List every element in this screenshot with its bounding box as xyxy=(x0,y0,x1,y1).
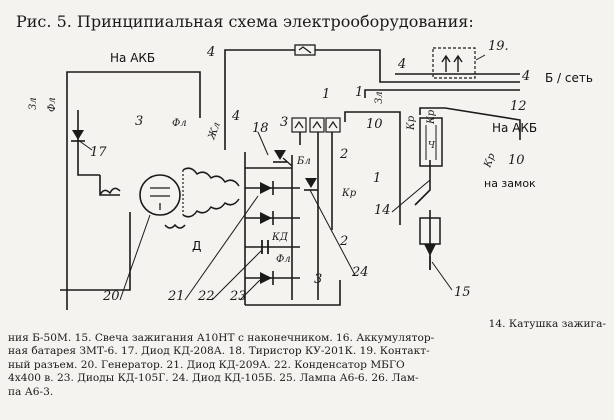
label-d: Д xyxy=(192,239,201,253)
figure-caption: 14. Катушка зажига- ния Б-50М. 15. Свеча… xyxy=(8,318,606,400)
wire-letter-kr-right: Кр xyxy=(482,151,498,170)
wire-letter-kd: КД xyxy=(271,232,289,243)
wire-coil-down xyxy=(414,160,431,206)
wire-num-10-mid: 10 xyxy=(366,117,383,132)
thyristor-18 xyxy=(273,150,293,167)
wire-num-2-b: 2 xyxy=(339,234,348,249)
wire-4-top xyxy=(224,49,295,150)
wire-num-10-right: 10 xyxy=(508,153,525,168)
wire-num-4-top: 4 xyxy=(206,45,215,60)
wire-letter-zl-left: Зл xyxy=(28,97,39,110)
caption-line-4: ный разъем. 20. Генератор. 21. Диод КД-2… xyxy=(8,358,405,371)
wire-letter-ch: Ч xyxy=(428,141,436,151)
wire-akb-left xyxy=(66,71,201,118)
callout-24: 24 xyxy=(351,265,369,280)
wire-letter-fl-c: Фл xyxy=(47,97,58,112)
callout-22: 22 xyxy=(197,289,215,304)
wire-num-1-a: 1 xyxy=(322,87,330,102)
wire-num-1-c: 1 xyxy=(373,171,381,186)
callout-19: 19. xyxy=(488,39,509,54)
callout-14: 14 xyxy=(374,203,391,218)
bridge-connectors xyxy=(291,117,341,133)
wire-kr-right xyxy=(444,107,521,140)
wire-letter-fl-a: Фл xyxy=(172,118,187,129)
wire-gen-out xyxy=(60,212,131,291)
wire-coil-feed xyxy=(419,107,445,115)
wire-4-to-block xyxy=(315,49,395,83)
diode-17 xyxy=(71,130,85,142)
top-connector xyxy=(294,44,316,56)
wire-10-mid xyxy=(344,111,401,225)
callout-20: 20 xyxy=(102,289,120,304)
caption-line-2: ния Б-50М. 15. Свеча зажигания А10НТ с н… xyxy=(8,331,435,344)
label-akb-right: На АКБ xyxy=(492,121,537,135)
label-b-set: Б / сеть xyxy=(545,71,593,85)
wire-num-3-bottom: 3 xyxy=(314,272,322,287)
callout-leaders xyxy=(77,54,486,301)
wire-num-2-a: 2 xyxy=(339,147,348,162)
wire-num-1-b: 1 xyxy=(355,85,363,100)
wire-num-3-diodes: 3 xyxy=(280,115,288,130)
wire-bottom xyxy=(245,280,341,306)
caption-line-6: па А6-3. xyxy=(8,385,54,398)
generator-20 xyxy=(99,167,240,229)
wire-num-12: 12 xyxy=(510,99,527,114)
callout-21: 21 xyxy=(167,289,185,304)
caption-line-3: ная батарея ЗМТ-6. 17. Диод КД-208А. 18.… xyxy=(8,345,430,358)
contact-block-19 xyxy=(432,47,476,79)
ignition-coil-14 xyxy=(419,117,443,167)
callout-23: 23 xyxy=(229,289,247,304)
callout-17: 17 xyxy=(90,145,107,160)
wire-num-4-right: 4 xyxy=(521,69,530,84)
wire-diode-17-out xyxy=(77,160,100,176)
wire-num-4-mid: 4 xyxy=(231,109,240,124)
wire-letter-kr-b: Кр xyxy=(406,115,417,131)
diode-bridge xyxy=(260,181,274,285)
caption-line-1: 14. Катушка зажига- xyxy=(488,318,606,330)
caption-line-5: 4х400 в. 23. Диоды КД-105Г. 24. Диод КД-… xyxy=(8,372,419,385)
wire-letter-bl: Бл xyxy=(296,156,311,167)
callout-15: 15 xyxy=(454,285,471,300)
wire-letter-kr-c: Кр xyxy=(426,109,437,125)
label-akb-top: На АКБ xyxy=(110,51,155,65)
callout-18: 18 xyxy=(252,121,269,136)
wire-letter-zl-right: Зл xyxy=(374,91,385,104)
wire-num-3-left: 3 xyxy=(135,114,143,129)
figure-title: Рис. 5. Принципиальная схема электрообор… xyxy=(16,12,474,31)
wire-12 xyxy=(364,89,520,98)
diode-24 xyxy=(304,178,318,191)
label-na-zamok: на замок xyxy=(484,177,536,190)
wire-letter-kr-a: Кр xyxy=(341,188,357,199)
wire-letter-jl: Жл xyxy=(206,121,223,142)
wire-letter-fl-b: Фл xyxy=(276,254,291,265)
wire-num-4-box: 4 xyxy=(397,57,406,72)
spark-plug-15 xyxy=(419,217,441,270)
wires xyxy=(60,49,521,310)
